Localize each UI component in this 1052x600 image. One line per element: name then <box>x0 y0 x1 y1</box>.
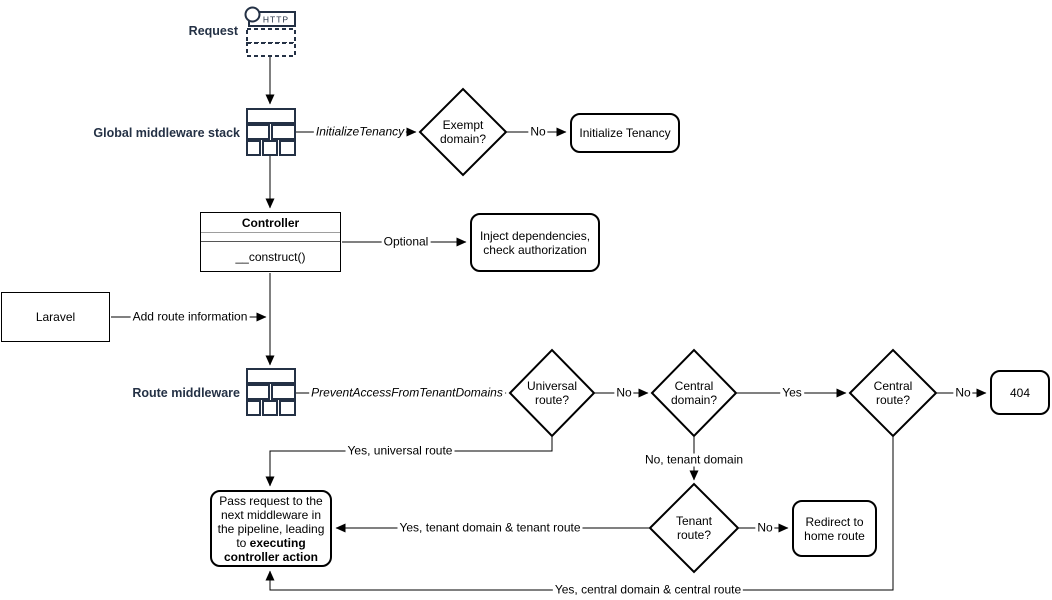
route-middleware-label: Route middleware <box>132 386 240 400</box>
controller-title: Controller <box>201 213 340 233</box>
initialize-tenancy-box: Initialize Tenancy <box>570 113 680 153</box>
http-request-icon <box>244 6 296 57</box>
controller-divider <box>201 233 340 242</box>
edge-label-initialize-tenancy: InitializeTenancy <box>313 124 407 139</box>
edge-label-add-route-information: Add route information <box>130 309 250 324</box>
controller-method: __construct() <box>235 249 306 264</box>
universal-route-text: Universal route? <box>526 379 577 407</box>
pass-request-text: Pass request to the next middleware in t… <box>217 493 325 550</box>
edge-label-yes-central-domain: Yes <box>780 385 804 400</box>
controller-class-box: Controller __construct() <box>200 212 341 272</box>
diamonds <box>418 87 938 574</box>
inject-dependencies-box: Inject dependencies, check authorization <box>470 213 600 272</box>
request-body-row-2 <box>246 42 296 57</box>
tenant-route-diamond <box>648 482 740 574</box>
global-middleware-stack-icon <box>246 108 296 156</box>
edge-label-no-exempt: No <box>528 124 548 139</box>
edge-label-yes-tenant-domain-route: Yes, tenant domain & tenant route <box>397 520 583 535</box>
edge-label-no-tenant-domain: No, tenant domain <box>642 452 746 467</box>
universal-route-diamond <box>508 348 596 438</box>
pass-request-box: Pass request to the next middleware in t… <box>210 490 332 567</box>
not-found-404-box: 404 <box>990 370 1050 415</box>
edge-label-prevent-access: PreventAccessFromTenantDomains <box>309 385 505 400</box>
edge-label-no-central-route: No <box>953 385 973 400</box>
global-middleware-stack-label: Global middleware stack <box>93 126 240 140</box>
central-domain-text: Central domain? <box>670 379 718 407</box>
edge-label-no-universal: No <box>614 385 634 400</box>
http-icon-label: HTTP <box>263 15 289 25</box>
central-route-diamond <box>848 348 938 438</box>
edge-label-optional: Optional <box>381 234 431 249</box>
tenant-route-text: Tenant route? <box>675 514 713 542</box>
edge-label-yes-universal-route: Yes, universal route <box>345 443 455 458</box>
central-route-text: Central route? <box>873 379 913 407</box>
route-middleware-stack-icon <box>246 368 296 416</box>
request-label: Request <box>188 24 238 38</box>
exempt-domain-diamond <box>418 87 508 177</box>
pass-request-bold-text: executing controller action <box>223 535 318 564</box>
central-domain-diamond <box>650 348 738 438</box>
redirect-home-box: Redirect to home route <box>792 500 877 557</box>
request-body-row-1 <box>246 28 296 44</box>
request-circle <box>244 6 261 23</box>
edge-label-no-tenant-route: No <box>755 520 775 535</box>
laravel-box: Laravel <box>1 292 110 342</box>
exempt-domain-text: Exempt domain? <box>439 118 487 146</box>
edge-label-yes-central-domain-route: Yes, central domain & central route <box>552 582 744 597</box>
